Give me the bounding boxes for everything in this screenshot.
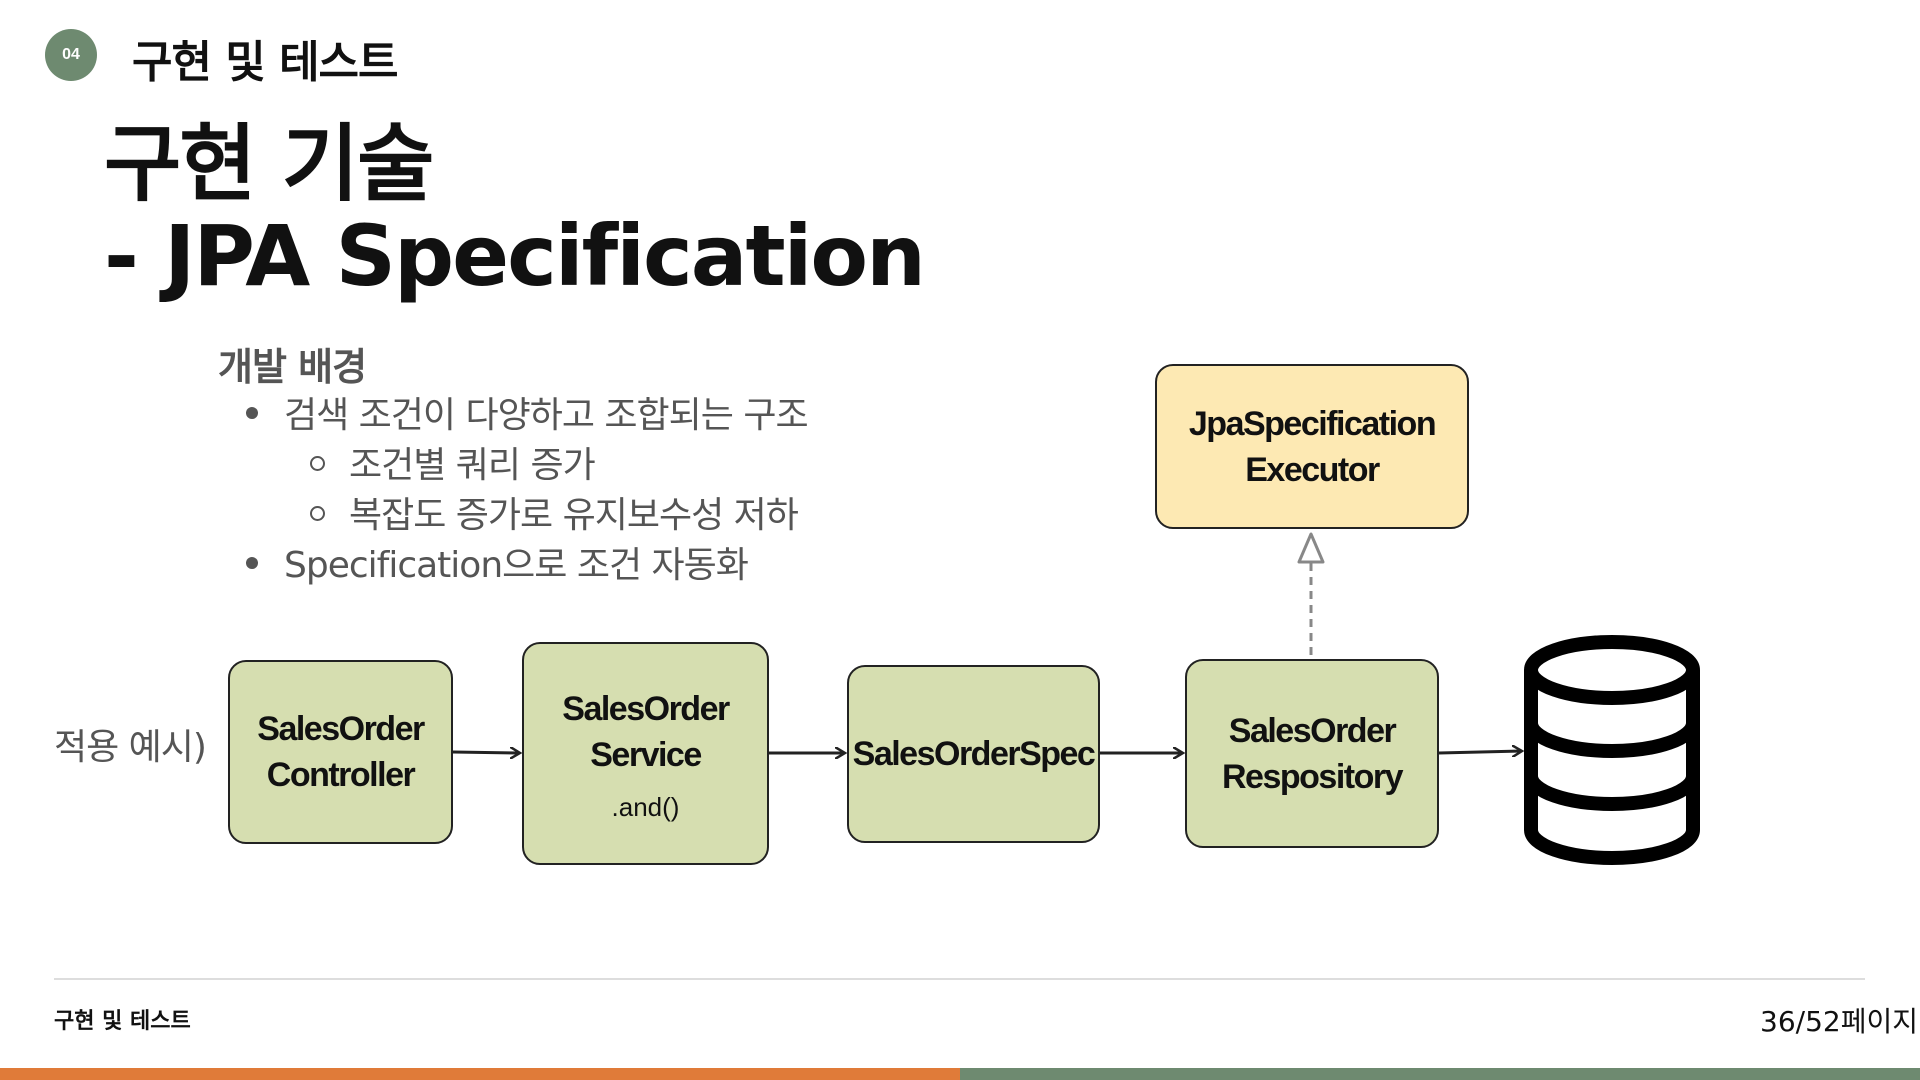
executor-label-line2: Executor [1245, 450, 1380, 489]
bottom-bar-green [960, 1068, 1920, 1080]
repository-label-line2: Respository [1222, 757, 1404, 796]
bottom-bar-orange [0, 1068, 960, 1080]
example-label: 적용 예시) [54, 727, 207, 768]
section-number-badge: 04 [45, 29, 97, 81]
arrow-controller-to-service [452, 752, 520, 753]
arrow-repository-to-database [1438, 751, 1522, 753]
controller-label-line1: SalesOrder [257, 710, 425, 748]
sub-bullet-text: 복잡도 증가로 유지보수성 저하 [349, 495, 799, 536]
slide-title: 구현 기술 - JPA Specification [104, 115, 926, 305]
footer-divider [54, 978, 1865, 980]
page-number: 36/52페이지 [1760, 1005, 1918, 1038]
service-box: SalesOrder Service .and() [522, 642, 769, 865]
section-title: 구현 및 테스트 [132, 37, 399, 88]
spec-label: SalesOrderSpec [852, 735, 1096, 773]
bullet-dot-icon [246, 407, 258, 419]
sub-bullet-ring-icon [310, 455, 325, 471]
service-label-line1: SalesOrder [562, 689, 730, 728]
content-heading: 개발 배경 [218, 345, 367, 389]
executor-label-line1: JpaSpecification [1188, 404, 1437, 443]
bullet-text: Specification으로 조건 자동화 [284, 545, 749, 586]
bullet-item: 검색 조건이 다양하고 조합되는 구조 [246, 386, 809, 438]
slide-title-line2: - JPA Specification [104, 207, 926, 305]
bullet-text: 검색 조건이 다양하고 조합되는 구조 [284, 395, 809, 436]
service-label-line2: Service [590, 735, 702, 774]
sub-bullet-item: 조건별 쿼리 증가 [310, 436, 596, 488]
bullet-item: Specification으로 조건 자동화 [246, 536, 749, 588]
controller-label-line2: Controller [266, 756, 416, 794]
realization-arrowhead-icon [1297, 532, 1325, 564]
sub-bullet-item: 복잡도 증가로 유지보수성 저하 [310, 486, 799, 538]
sub-bullet-ring-icon [310, 505, 325, 521]
repository-box: SalesOrder Respository [1185, 659, 1439, 848]
service-note: .and() [611, 791, 680, 822]
slide-title-line1: 구현 기술 [104, 115, 434, 213]
spec-box: SalesOrderSpec [847, 665, 1100, 843]
bullet-dot-icon [246, 557, 258, 569]
sub-bullet-text: 조건별 쿼리 증가 [349, 445, 596, 486]
database-icon [1524, 635, 1700, 865]
controller-box: SalesOrder Controller [228, 660, 453, 844]
executor-box: JpaSpecification Executor [1155, 364, 1469, 529]
footer-title: 구현 및 테스트 [54, 1009, 191, 1034]
repository-label-line1: SalesOrder [1228, 711, 1397, 750]
